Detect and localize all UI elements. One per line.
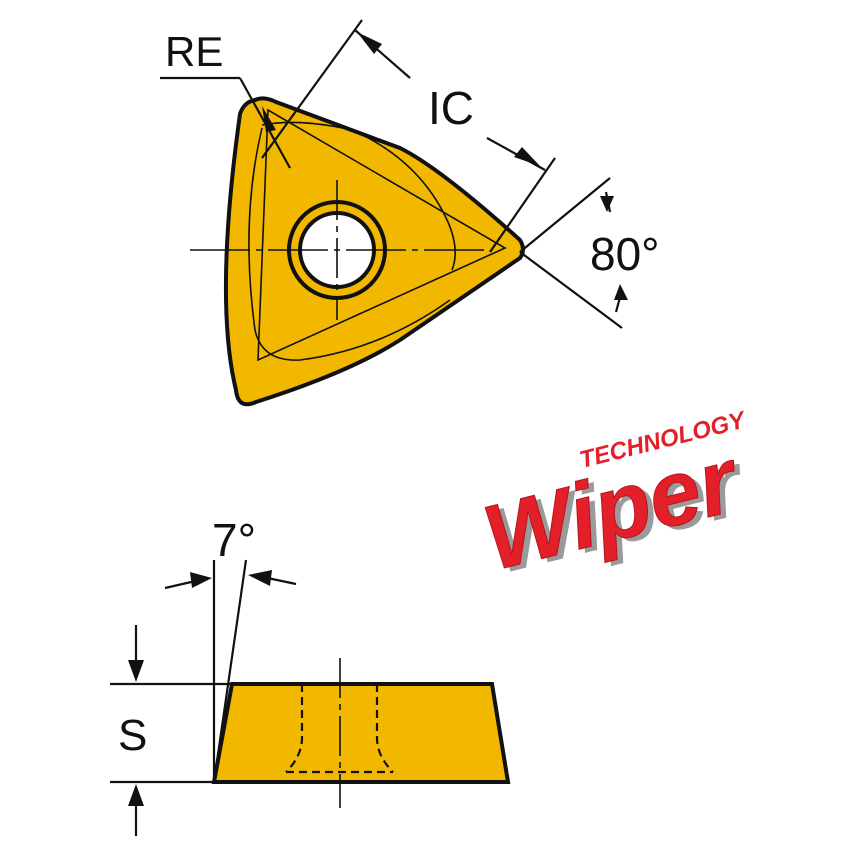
insert-inner-arc-a (261, 121, 456, 271)
ic-arrowhead-left (357, 32, 382, 54)
insert-inner-facets (257, 108, 507, 362)
ic-label: IC (428, 82, 474, 134)
s-arrowhead-bottom (128, 784, 144, 806)
angle-80-leg-upper (519, 177, 611, 253)
s-dimension: S (110, 625, 232, 836)
ic-dim-line-b (486, 137, 546, 171)
angle-80-dimension: 80° (519, 177, 660, 329)
insert-inner-arc-b (248, 127, 451, 361)
re-label: RE (165, 28, 223, 75)
angle-7-label: 7° (212, 514, 256, 566)
ic-dimension: IC (261, 19, 556, 253)
angle-80-arrowhead-upper (600, 196, 614, 212)
wiper-logo: Wiper Wiper TECHNOLOGY (474, 406, 756, 593)
angle-80-leg-lower (519, 251, 623, 329)
insert-side-hidden-hole (285, 684, 394, 774)
re-dimension: RE (160, 28, 291, 169)
angle-7-arrowhead-right (248, 570, 272, 586)
ic-arrowhead-right (514, 147, 540, 166)
ic-extension-right (489, 157, 556, 253)
ic-extension-left (261, 19, 363, 159)
s-arrowhead-top (128, 660, 144, 682)
angle-80-label: 80° (590, 228, 660, 280)
insert-top-view (190, 96, 525, 407)
angle-7-dimension: 7° (164, 514, 297, 783)
angle-80-arrowhead-lower (614, 284, 628, 300)
insert-side-body (211, 682, 511, 784)
insert-side-view (211, 658, 511, 808)
angle-7-inclined-ref (212, 559, 248, 783)
angle-7-arrowhead-left (190, 572, 212, 588)
re-arrowhead (262, 106, 276, 132)
s-label: S (118, 711, 147, 760)
